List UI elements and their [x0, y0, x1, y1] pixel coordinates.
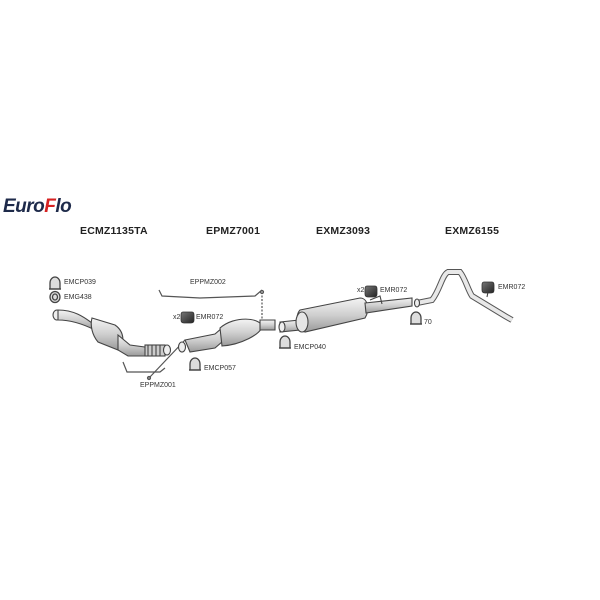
rubber-mount-icon: [481, 281, 495, 294]
logo-text-lo: lo: [55, 196, 72, 217]
part-qty-emr072-b: x2: [357, 287, 365, 294]
part-label-emcp039: EMCP039: [64, 279, 96, 286]
part-qty-emr072-a: x2: [173, 314, 181, 321]
part-label-emr072-b: EMR072: [380, 287, 408, 294]
rod-eppmz002: [158, 289, 265, 322]
clamp-icon: [49, 276, 61, 290]
clamp-icon: [410, 311, 422, 325]
clamp-icon: [279, 335, 291, 349]
part-label-eppmz001: EPPMZ001: [140, 382, 176, 389]
section-title-catalyst: ECMZ1135TA: [80, 225, 148, 237]
logo-text-euro: Euro: [3, 196, 45, 217]
part-label-emr072-a: EMR072: [196, 314, 224, 321]
part-label-emr072-c: EMR072: [498, 284, 526, 291]
euroflo-logo: EuroFlo: [3, 196, 72, 218]
rubber-mount-icon: [180, 311, 195, 324]
rubber-mount-icon: [364, 285, 378, 298]
part-label-eppmz002: EPPMZ002: [190, 279, 226, 286]
section-title-middle-silencer: EXMZ3093: [316, 225, 371, 237]
clamp-icon: [189, 357, 201, 371]
part-label-emg438: EMG438: [64, 294, 92, 301]
middle-silencer-exmz3093: [278, 295, 413, 333]
logo-text-f: F: [44, 196, 56, 217]
section-title-front-pipe: EPMZ7001: [206, 225, 261, 237]
part-label-emcp040: EMCP040: [294, 344, 326, 351]
tail-pipe-exmz6155: [413, 269, 514, 323]
part-label-clamp-70: 70: [424, 319, 432, 326]
part-label-emcp057: EMCP057: [204, 365, 236, 372]
front-pipe-epmz7001: [177, 318, 276, 353]
catalytic-converter-pipe: [52, 309, 172, 357]
gasket-icon: [49, 290, 61, 304]
section-title-tail-pipe: EXMZ6155: [445, 225, 500, 237]
